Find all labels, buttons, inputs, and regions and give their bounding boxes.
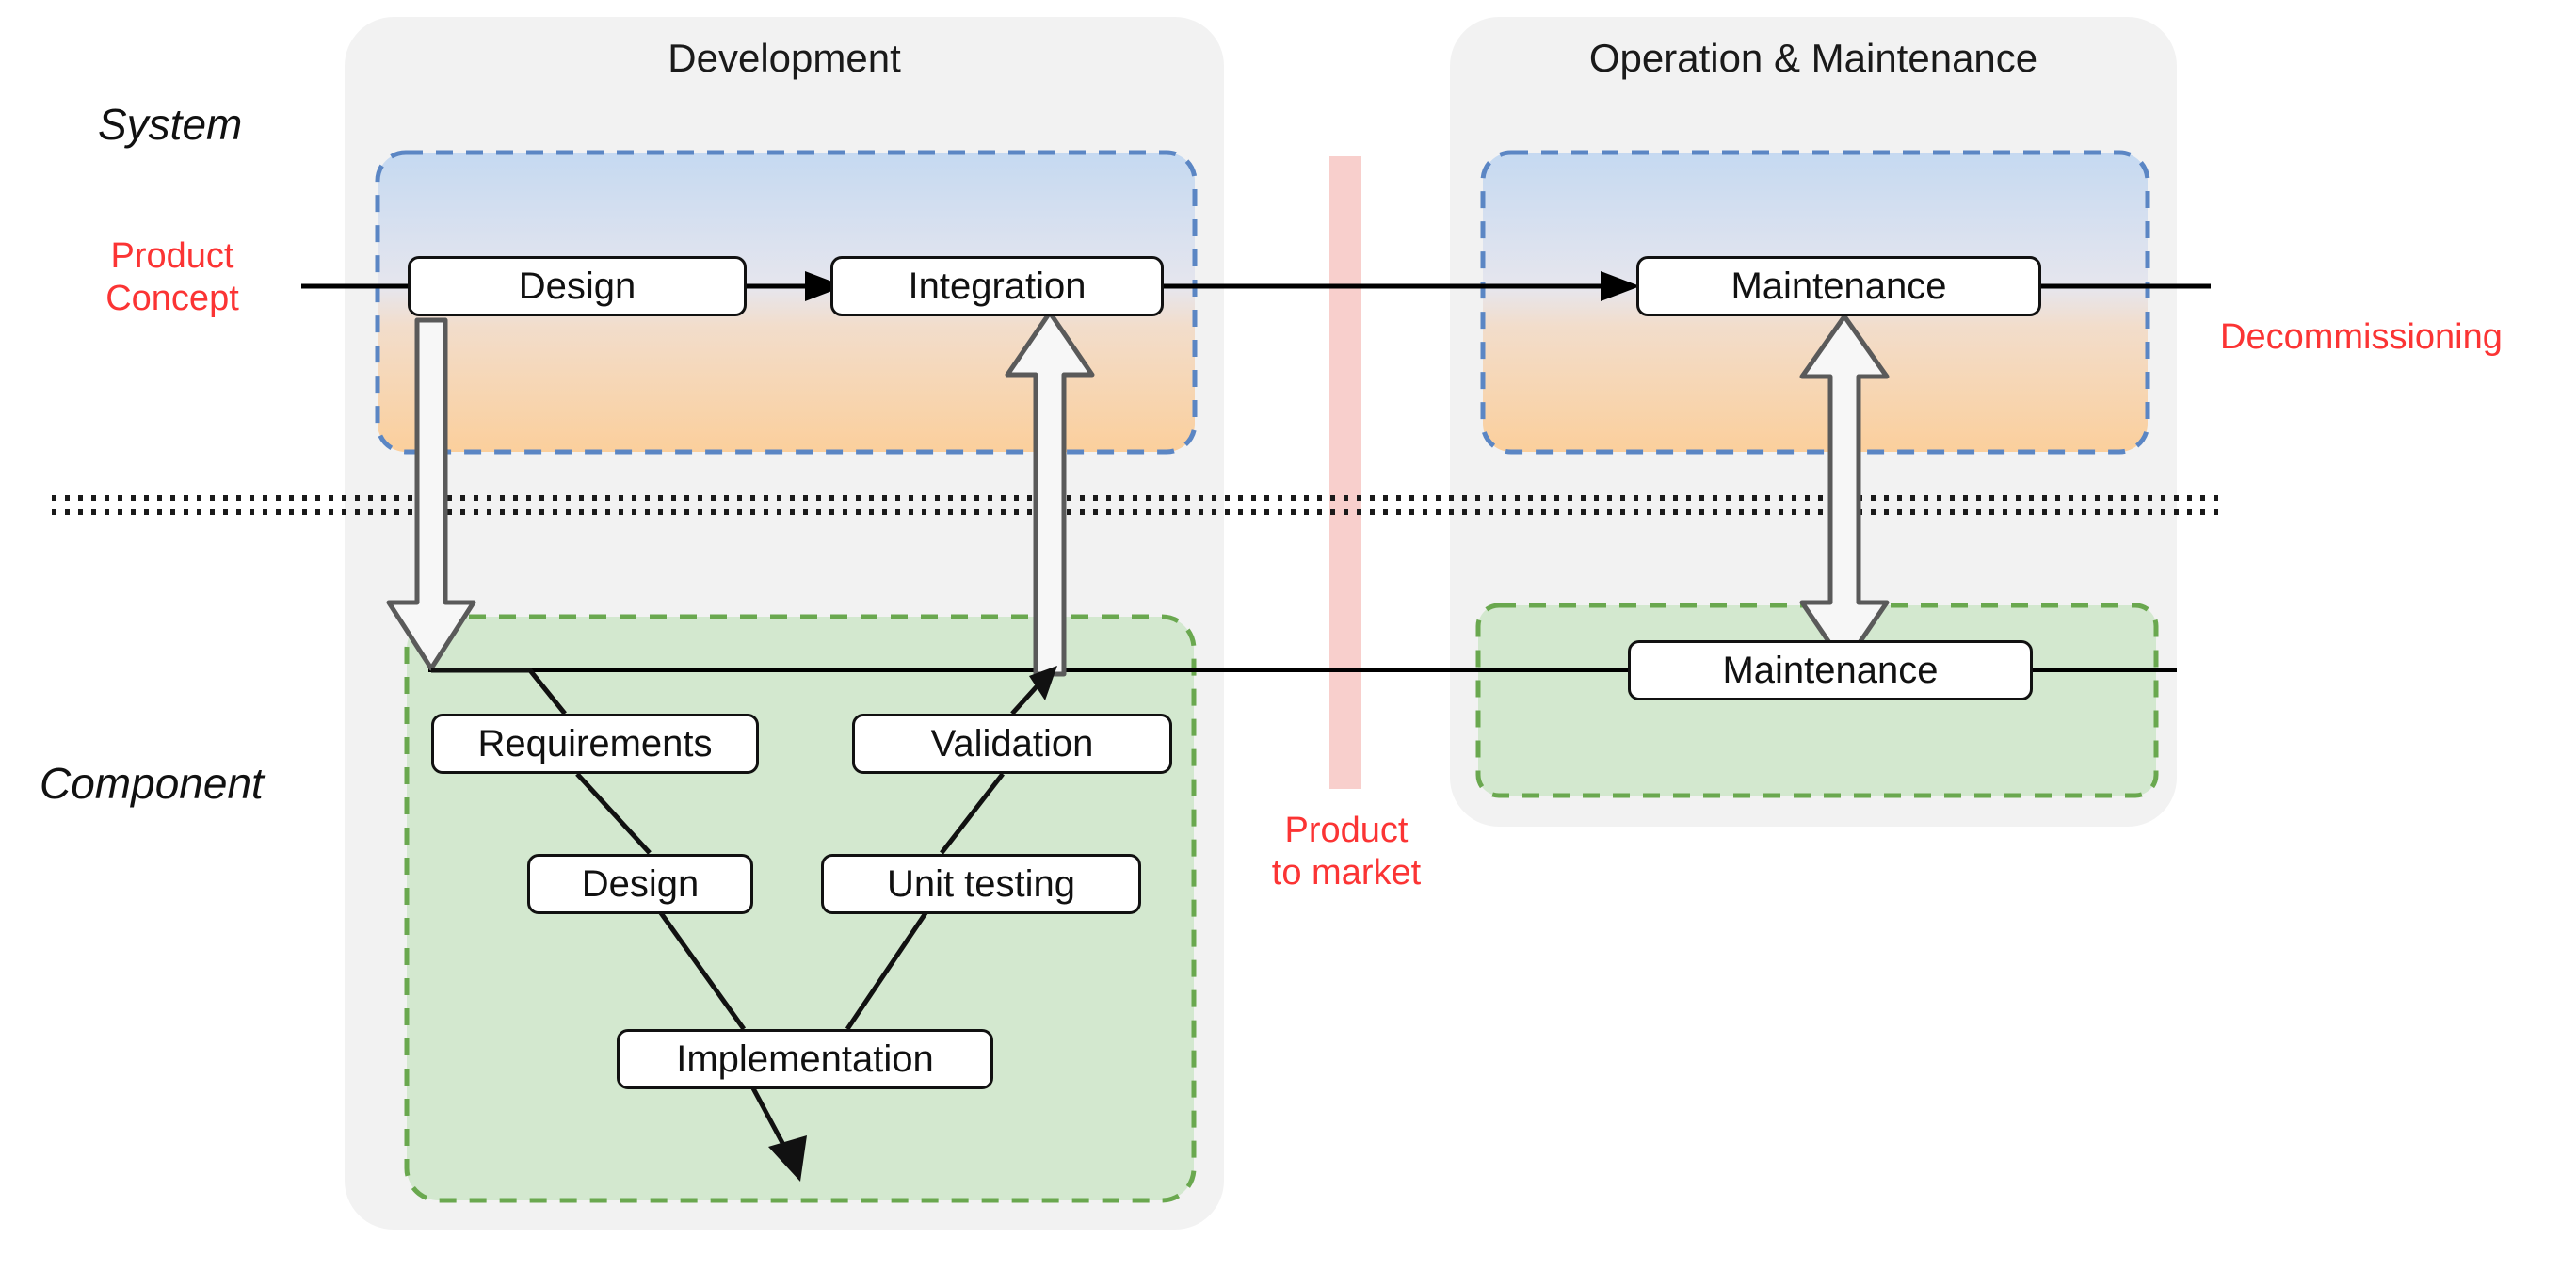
product-to-market-line1: Product (1284, 811, 1409, 850)
node-component-requirements[interactable]: Requirements (431, 714, 759, 774)
node-component-maintenance[interactable]: Maintenance (1628, 640, 2033, 700)
block-arrow-up-icon (1005, 310, 1095, 677)
lane-label-component: Component (40, 759, 264, 808)
lane-label-system: System (98, 100, 243, 149)
arrowhead-icon (768, 1135, 807, 1182)
node-system-integration[interactable]: Integration (830, 256, 1164, 316)
connector-entry-requirements (431, 668, 567, 716)
label-decommissioning: Decommissioning (2220, 317, 2503, 357)
arrowhead-icon (1601, 271, 1640, 301)
operation-title: Operation & Maintenance (1588, 36, 2038, 80)
connector-design-implementation (656, 909, 747, 1031)
product-concept-line1: Product (110, 236, 234, 276)
component-vee-box-operation (1475, 603, 2159, 798)
product-concept-line2: Concept (105, 278, 239, 318)
milestone-bar-icon (1329, 156, 1361, 789)
node-component-implementation[interactable]: Implementation (617, 1029, 993, 1089)
connector-requirements-design (575, 772, 652, 855)
product-to-market-line2: to market (1271, 852, 1422, 893)
arrowhead-icon (805, 271, 845, 301)
label-product-concept: Product Concept (73, 235, 271, 320)
node-component-validation[interactable]: Validation (852, 714, 1172, 774)
node-component-design[interactable]: Design (527, 854, 753, 914)
connector-implementation-unittesting (845, 909, 930, 1031)
connector-unittesting-validation (940, 772, 1005, 855)
development-title: Development (668, 36, 901, 80)
arrowhead-icon (1029, 666, 1057, 700)
node-system-maintenance[interactable]: Maintenance (1636, 256, 2041, 316)
system-vee-box-development (375, 150, 1198, 455)
node-system-design[interactable]: Design (408, 256, 747, 316)
node-component-unit-testing[interactable]: Unit testing (821, 854, 1141, 914)
label-product-to-market: Product to market (1247, 810, 1446, 894)
block-arrow-double-icon (1799, 314, 1890, 668)
block-arrow-down-icon (386, 317, 476, 671)
